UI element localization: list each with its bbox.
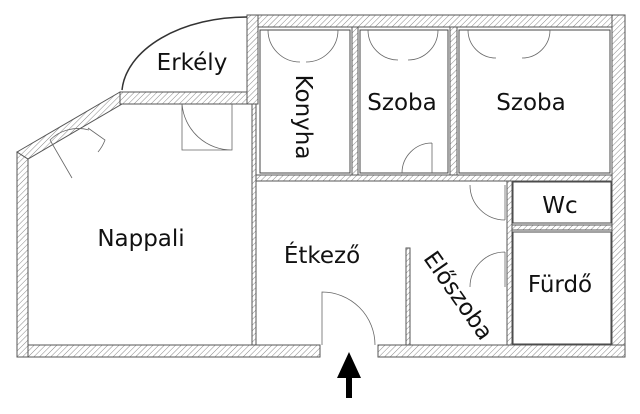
- doors: [49, 29, 551, 346]
- room-label-szoba-1: Szoba: [367, 90, 436, 116]
- balcony-railing: [121, 16, 248, 91]
- interior-walls: [251, 26, 613, 346]
- room-label-wc: Wc: [542, 193, 577, 219]
- room-label-furdo: Fürdő: [528, 272, 592, 298]
- room-label-erkely: Erkély: [157, 50, 228, 76]
- room-label-szoba-2: Szoba: [496, 90, 565, 116]
- room-label-nappali: Nappali: [97, 226, 184, 252]
- outer-walls: [16, 14, 626, 358]
- entrance-arrow-icon: [337, 352, 361, 398]
- room-label-etkezo: Étkező: [284, 241, 360, 269]
- room-label-eloszoba: Előszoba: [418, 247, 498, 345]
- room-label-konyha: Konyha: [290, 75, 316, 160]
